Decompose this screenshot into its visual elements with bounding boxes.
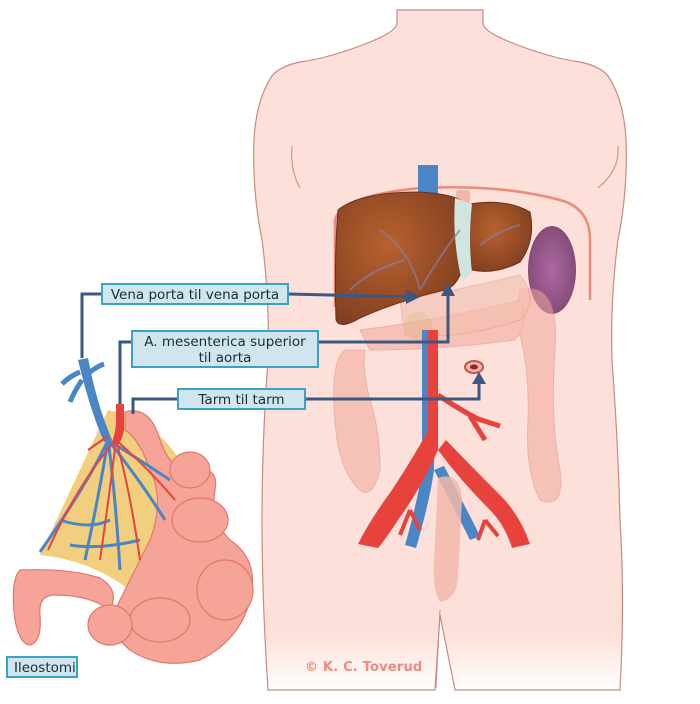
leader-bowel	[131, 397, 178, 414]
aorta	[358, 330, 438, 548]
rectum	[433, 476, 462, 602]
label-portal-vein-text: Vena porta til vena porta	[110, 287, 280, 303]
leader-portal-vein	[80, 292, 102, 358]
leader-sma	[118, 340, 132, 404]
vena-cava	[418, 165, 438, 195]
sma-recipient	[436, 392, 501, 442]
arrowheads	[406, 283, 486, 384]
arrow-portal-vein	[406, 290, 420, 304]
leader-lines	[80, 292, 481, 414]
label-sma: A. mesenterica superior til aorta	[131, 330, 319, 368]
donor-sma	[112, 404, 124, 445]
arrow-bowel	[472, 372, 486, 384]
donor-portal-vein	[78, 358, 112, 442]
falciform-ligament	[454, 198, 472, 282]
donor-small-intestine	[12, 358, 254, 664]
label-portal-vein: Vena porta til vena porta	[101, 283, 289, 305]
liver	[334, 191, 467, 325]
arrow-sma	[441, 283, 455, 296]
label-ileostomy-text: Ileostomi	[14, 660, 76, 676]
label-ileostomy: Ileostomi	[6, 656, 78, 678]
label-sma-line1: A. mesenterica superior	[144, 334, 306, 350]
hepatic-vessels	[349, 224, 521, 291]
label-sma-line2: til aorta	[198, 350, 252, 366]
body-silhouette	[253, 9, 627, 691]
label-bowel: Tarm til tarm	[177, 388, 306, 410]
copyright-notice: © K. C. Toverud	[305, 660, 423, 675]
label-bowel-text: Tarm til tarm	[198, 392, 285, 408]
